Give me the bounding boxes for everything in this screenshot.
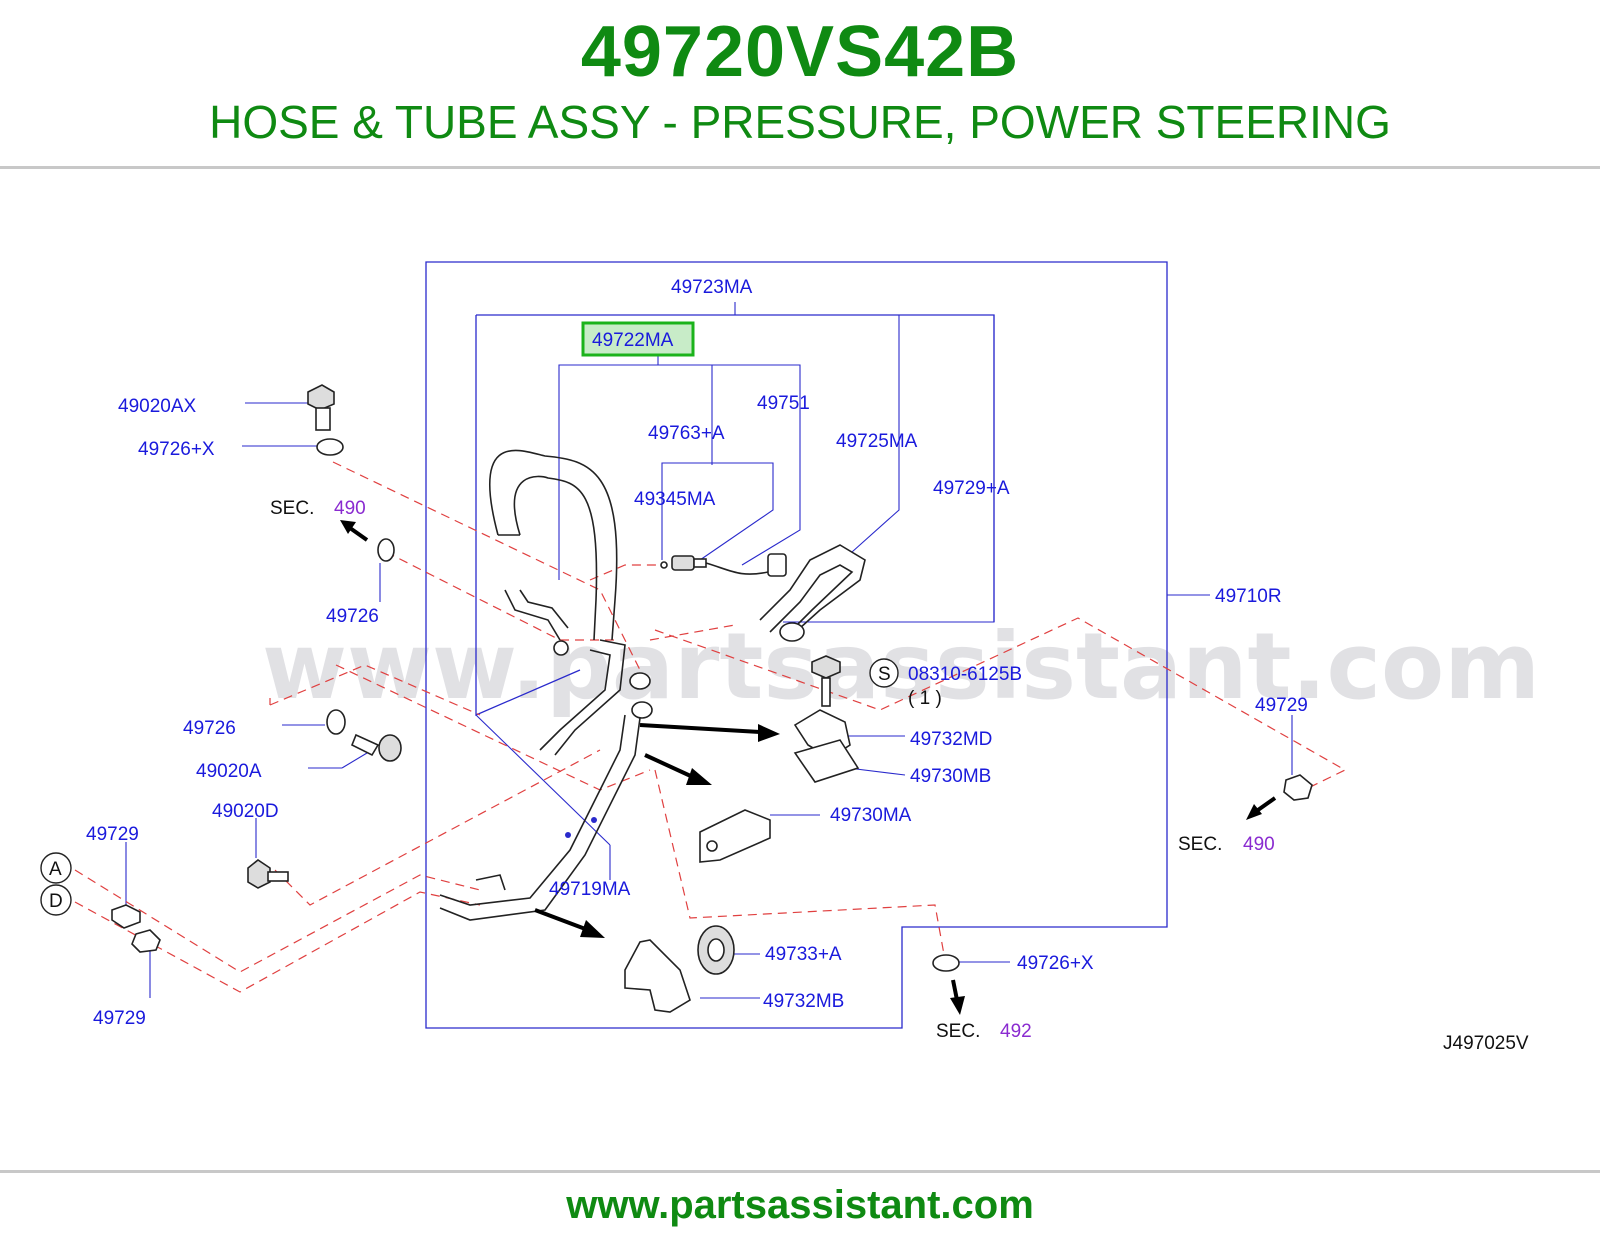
label-49729-right[interactable]: 49729 — [1255, 695, 1308, 716]
label-49726-b[interactable]: 49726 — [183, 718, 236, 739]
label-49726X-top[interactable]: 49726+X — [138, 439, 215, 460]
sec-ref-3-text: SEC. — [936, 1021, 980, 1042]
washer-49726-b — [326, 709, 346, 735]
label-49730MB[interactable]: 49730MB — [910, 766, 991, 787]
grommet-49733A — [697, 925, 735, 975]
label-49726-a[interactable]: 49726 — [326, 606, 379, 627]
highlighted-part-box — [581, 321, 695, 357]
header-divider — [0, 166, 1600, 169]
watermark: www.partsassistant.com — [262, 613, 1540, 720]
banjo-bolt-49020AX — [307, 384, 335, 431]
label-08310-6125B[interactable]: 08310-6125B — [908, 664, 1022, 685]
connection-dash-10 — [74, 869, 481, 973]
assembly-frame-outer — [425, 261, 1168, 1029]
label-49345MA[interactable]: 49345MA — [634, 489, 716, 510]
label-49730MA[interactable]: 49730MA — [830, 805, 912, 826]
label-49751[interactable]: 49751 — [757, 393, 810, 414]
diagram-code: J497025V — [1443, 1033, 1529, 1054]
callout-a: A — [49, 859, 62, 880]
label-49020D[interactable]: 49020D — [212, 801, 279, 822]
bracket-49732MB — [624, 939, 691, 1013]
label-49729A[interactable]: 49729+A — [933, 478, 1010, 499]
label-qty: ( 1 ) — [908, 688, 942, 709]
label-49725MA[interactable]: 49725MA — [836, 431, 918, 452]
connection-dash-1 — [332, 461, 641, 671]
clamp-49732MD — [793, 709, 860, 783]
pressure-sensor — [660, 553, 787, 577]
hose-assembly-49722MA — [439, 449, 653, 921]
parts-diagram: www.partsassistant.com — [40, 261, 1540, 1054]
washer-49726-a — [377, 538, 395, 562]
clamp-49729-left-top — [111, 904, 141, 929]
label-49729-left-top[interactable]: 49729 — [86, 824, 139, 845]
sec-ref-1-text: SEC. — [270, 498, 314, 519]
bolt-49020D — [247, 859, 289, 889]
label-49723MA[interactable]: 49723MA — [671, 277, 753, 298]
label-49726X-bottom[interactable]: 49726+X — [1017, 953, 1094, 974]
clamp-49729-right — [1283, 774, 1313, 801]
bracket-49730MA — [699, 809, 771, 863]
label-49722MA[interactable]: 49722MA — [592, 330, 674, 351]
footer-url[interactable]: www.partsassistant.com — [566, 1183, 1034, 1227]
label-49733A[interactable]: 49733+A — [765, 944, 842, 965]
connection-dash-2 — [385, 551, 620, 641]
connection-dash-7 — [654, 617, 1347, 793]
label-49020AX[interactable]: 49020AX — [118, 396, 197, 417]
washer-49726X-bottom — [932, 954, 960, 972]
label-49719MA[interactable]: 49719MA — [549, 879, 631, 900]
sec-ref-2-num[interactable]: 490 — [1243, 834, 1275, 855]
label-49020A[interactable]: 49020A — [196, 761, 262, 782]
banjo-bolt-49020A — [350, 733, 402, 762]
callout-d: D — [49, 891, 63, 912]
part-description: HOSE & TUBE ASSY - PRESSURE, POWER STEER… — [209, 96, 1391, 148]
clamp-49729-left-bottom — [131, 929, 161, 953]
sec-ref-2-text: SEC. — [1178, 834, 1222, 855]
label-49710R[interactable]: 49710R — [1215, 586, 1282, 607]
callout-a-circle — [40, 852, 72, 884]
callout-d-circle — [40, 884, 72, 916]
connection-dash-3 — [589, 564, 665, 581]
header: 49720VS42B HOSE & TUBE ASSY - PRESSURE, … — [0, 0, 1600, 168]
label-49732MD[interactable]: 49732MD — [910, 729, 992, 750]
bolt-08310 — [811, 655, 841, 707]
part-number-title: 49720VS42B — [580, 12, 1020, 92]
label-49732MB[interactable]: 49732MB — [763, 991, 844, 1012]
footer-divider — [0, 1170, 1600, 1173]
sec-ref-3-num[interactable]: 492 — [1000, 1021, 1032, 1042]
return-hose-49725MA — [759, 544, 866, 642]
washer-49726X-top — [316, 438, 344, 456]
connection-dash-9 — [654, 769, 946, 961]
label-49763A[interactable]: 49763+A — [648, 423, 725, 444]
direction-arrows — [340, 520, 1277, 1015]
callout-s: S — [878, 664, 891, 685]
connection-dash-5 — [269, 664, 481, 716]
sec-ref-1-num[interactable]: 490 — [334, 498, 366, 519]
callout-s-circle — [869, 658, 899, 688]
label-49729-left-bottom[interactable]: 49729 — [93, 1008, 146, 1029]
